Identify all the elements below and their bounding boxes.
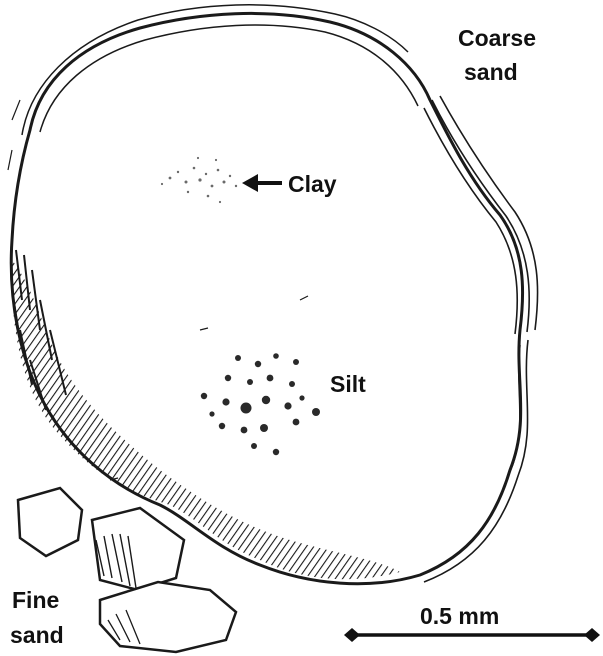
- coarse-sand-grain: [8, 5, 538, 584]
- label-coarse-sand-line2: sand: [464, 59, 518, 85]
- label-scale-bar: 0.5 mm: [420, 603, 499, 629]
- silt-dot: [267, 375, 274, 382]
- scale-bar-right-end: [584, 628, 600, 642]
- silt-dot: [201, 393, 207, 399]
- fine-sand-grain: [18, 488, 82, 556]
- clay-dot: [161, 183, 163, 185]
- clay-particles: [161, 157, 237, 203]
- silt-dot: [241, 403, 252, 414]
- clay-dot: [219, 201, 221, 203]
- clay-dot: [177, 171, 179, 173]
- silt-dot: [284, 402, 291, 409]
- coarse-grain-outline-inner: [40, 25, 418, 132]
- coarse-grain-outline-upper: [22, 5, 408, 135]
- silt-dot: [273, 353, 279, 359]
- silt-dot: [225, 375, 231, 381]
- silt-dot: [235, 355, 241, 361]
- clay-dot: [223, 181, 226, 184]
- fine-sand-grain: [100, 582, 236, 652]
- clay-dot: [169, 177, 172, 180]
- clay-dot: [198, 178, 201, 181]
- clay-dot: [235, 185, 237, 187]
- clay-dot: [217, 169, 220, 172]
- clay-dot: [215, 159, 217, 161]
- silt-dot: [209, 411, 214, 416]
- silt-dot: [262, 396, 270, 404]
- label-coarse-sand-line1: Coarse: [458, 25, 536, 51]
- clay-dot: [229, 175, 231, 177]
- label-silt: Silt: [330, 371, 366, 397]
- clay-dot: [207, 195, 210, 198]
- silt-dot: [260, 424, 268, 432]
- scale-bar: [344, 628, 600, 642]
- coarse-grain-right-layers: [424, 96, 538, 334]
- silt-dot: [312, 408, 320, 416]
- clay-dot: [187, 191, 189, 193]
- silt-dot: [293, 419, 300, 426]
- scale-bar-left-end: [344, 628, 360, 642]
- label-fine-sand-line2: sand: [10, 622, 64, 648]
- silt-dot: [241, 427, 248, 434]
- silt-dot: [219, 423, 225, 429]
- silt-dot: [299, 395, 304, 400]
- silt-dot: [273, 449, 279, 455]
- clay-dot: [197, 157, 199, 159]
- silt-particles: [201, 353, 320, 455]
- clay-dot: [193, 167, 196, 170]
- coarse-grain-outline: [11, 13, 522, 583]
- silt-dot: [255, 361, 261, 367]
- clay-dot: [211, 185, 214, 188]
- clay-dot: [205, 173, 207, 175]
- silt-dot: [293, 359, 299, 365]
- silt-dot: [247, 379, 253, 385]
- silt-dot: [289, 381, 295, 387]
- clay-arrow: [242, 174, 282, 192]
- clay-dot: [185, 181, 188, 184]
- label-fine-sand-line1: Fine: [12, 587, 59, 613]
- silt-dot: [222, 398, 229, 405]
- silt-dot: [251, 443, 257, 449]
- label-clay: Clay: [288, 171, 337, 197]
